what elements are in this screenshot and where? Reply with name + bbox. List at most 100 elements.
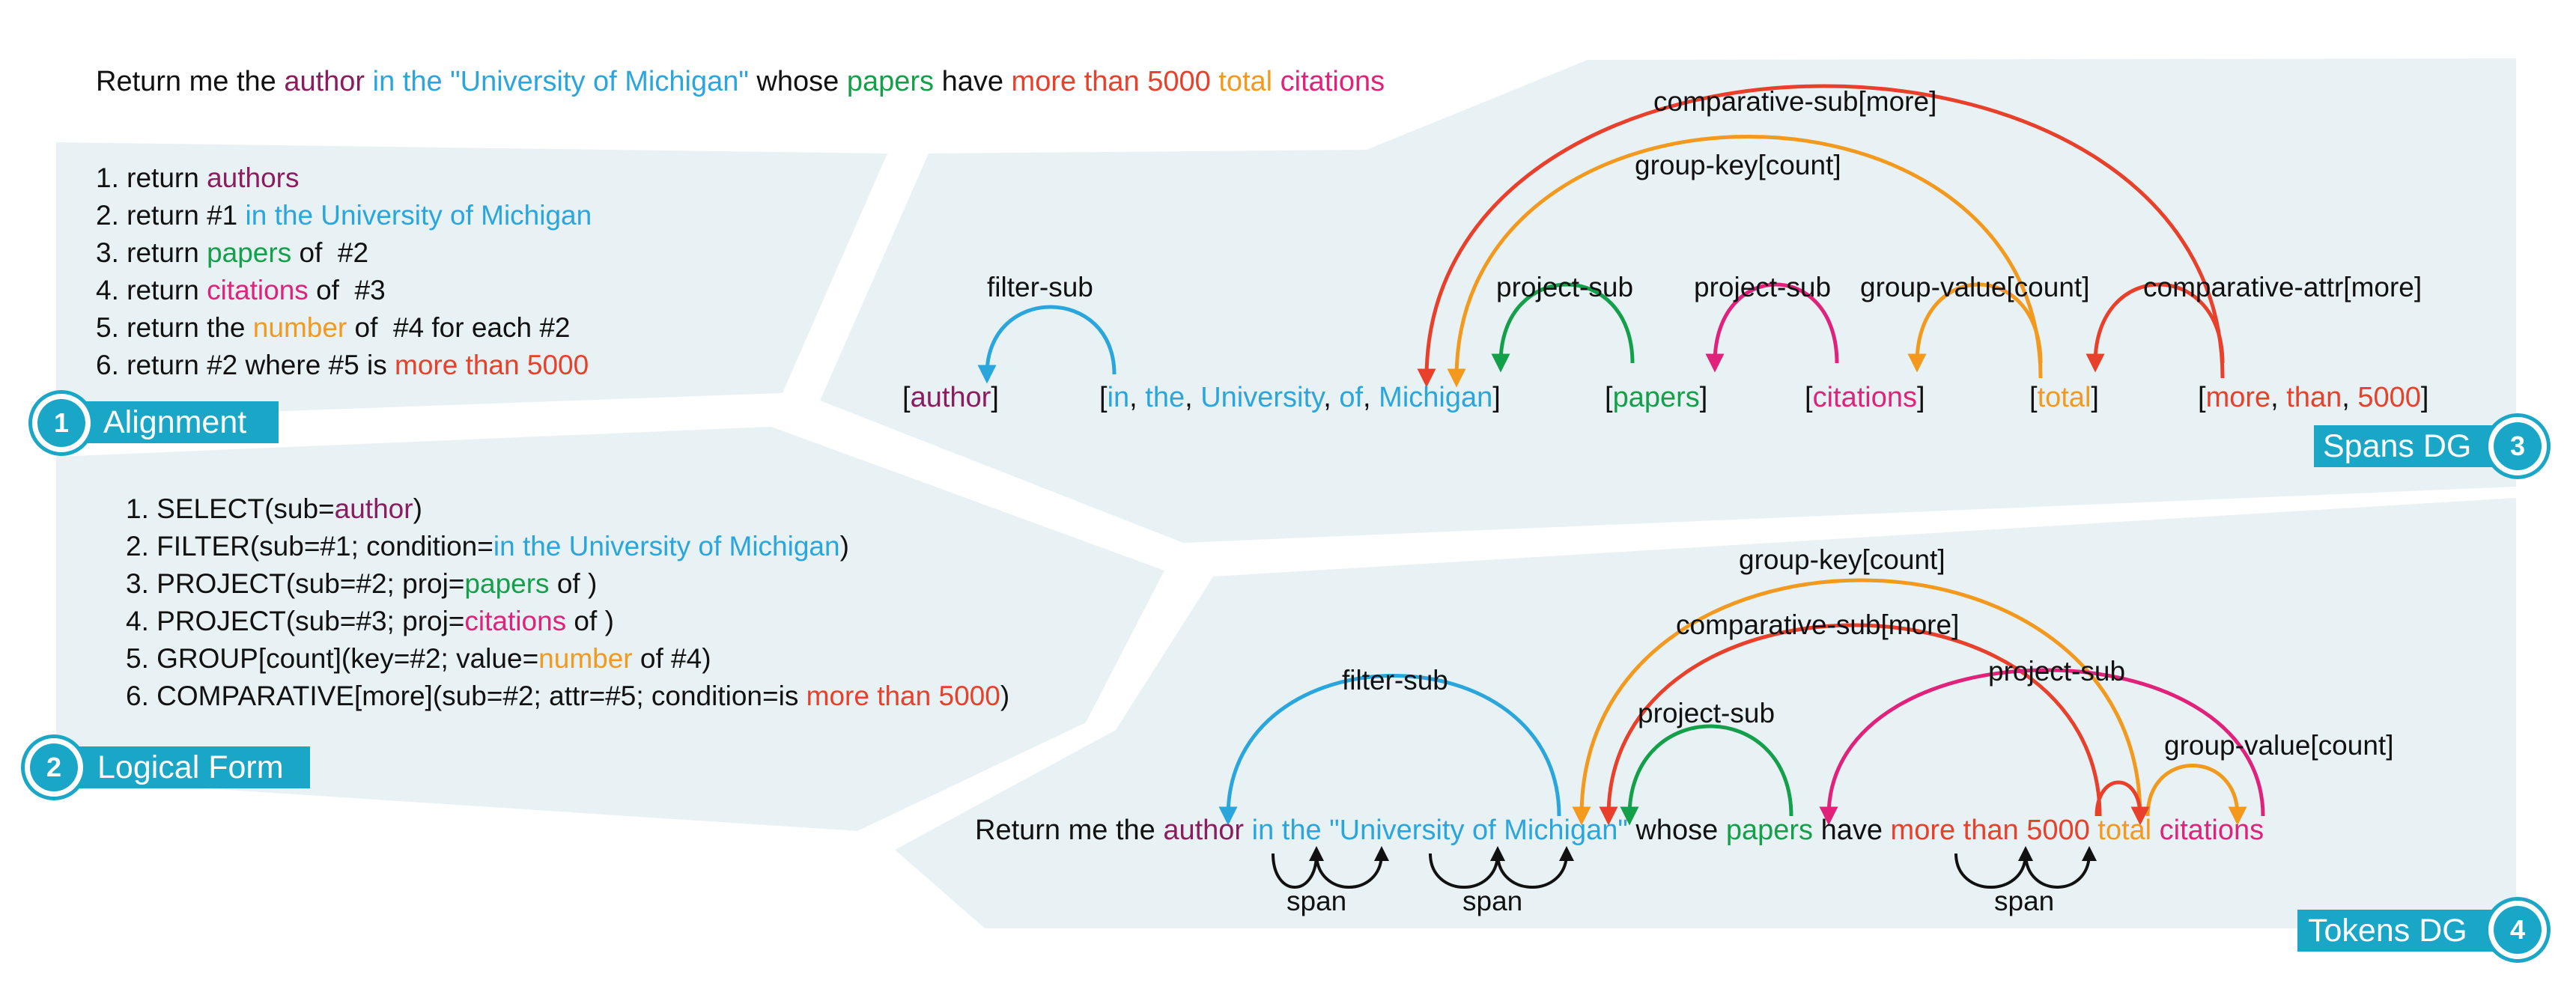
panel-logical-form [56, 427, 1164, 831]
text-segment: ] [1699, 382, 1708, 413]
logical-form-badge: Logical Form [55, 746, 310, 788]
text-segment: , [1323, 382, 1340, 413]
text-segment: number [252, 312, 347, 343]
text-segment: , [2342, 382, 2358, 413]
text-segment: [ [1099, 382, 1108, 413]
text-segment: Michigan [1379, 382, 1493, 413]
text-segment: in the University of Michigan [493, 531, 840, 562]
text-segment: , [1363, 382, 1379, 413]
spans-dg-badge-label: Spans DG [2323, 428, 2472, 464]
span-loc: [in, the, University, of, Michigan] [1099, 382, 1501, 414]
list-line: 6. COMPARATIVE[more](sub=#2; attr=#5; co… [126, 678, 1009, 715]
edge-label: project-sub [1988, 656, 2126, 687]
list-line: 4. return citations of #3 [96, 272, 592, 309]
text-segment: 4. PROJECT(sub=#3; proj= [126, 606, 465, 636]
text-segment: 5. return the [96, 312, 253, 343]
edge-label: filter-sub [987, 272, 1093, 302]
panel-tokens-dg [895, 498, 2516, 928]
span-papers: [papers] [1605, 382, 1707, 414]
text-segment: more than 5000 [395, 350, 589, 380]
span-arc [2024, 846, 2097, 889]
text-segment: in the "University of Michigan" [365, 66, 749, 97]
text-segment: 3. return [96, 237, 207, 268]
text-segment: Return me the [975, 815, 1164, 846]
text-segment: [ [2029, 382, 2038, 413]
text-segment: [ [902, 382, 911, 413]
text-segment: than [2286, 382, 2342, 413]
text-segment: author [910, 382, 991, 413]
text-segment: ] [2091, 382, 2099, 413]
text-segment: 6. return #2 where #5 is [96, 350, 395, 380]
edge-label: comparative-attr[more] [2143, 272, 2422, 302]
list-line: 1. return authors [96, 159, 592, 197]
edge-label: project-sub [1638, 698, 1775, 728]
text-segment: the [1145, 382, 1185, 413]
text-segment: citations [207, 275, 309, 305]
text-segment: of ) [566, 606, 614, 636]
edge-label: project-sub [1694, 272, 1832, 302]
text-segment: of #2 [291, 237, 369, 268]
text-segment: whose [1627, 815, 1726, 846]
text-segment: ] [1492, 382, 1501, 413]
text-segment: have [934, 66, 1012, 97]
span-arc [1429, 846, 1505, 889]
text-segment: ] [1916, 382, 1925, 413]
spans-dg-badge-number: 3 [2485, 413, 2551, 479]
spans-edge-5 [1447, 135, 2043, 388]
list-line: 4. PROJECT(sub=#3; proj=citations of ) [126, 603, 1009, 640]
text-segment: in [1107, 382, 1130, 413]
text-segment: ) [1000, 681, 1010, 711]
spans-edge-1 [1491, 282, 1635, 373]
list-line: 2. return #1 in the University of Michig… [96, 197, 592, 234]
text-segment: number [538, 643, 633, 674]
text-segment: University [1200, 382, 1324, 413]
alignment-badge: Alignment [61, 401, 279, 443]
text-segment: , [1129, 382, 1146, 413]
alignment-badge-number: 1 [28, 390, 94, 456]
tokens-dg-badge-label: Tokens DG [2308, 913, 2467, 949]
span-arc [1272, 846, 1324, 889]
text-segment: , [2270, 382, 2287, 413]
text-segment: whose [748, 66, 847, 97]
text-segment: author [284, 66, 365, 97]
text-segment: Return me the [96, 66, 285, 97]
text-segment: ) [839, 531, 849, 562]
edge-label: group-key[count] [1635, 150, 1841, 180]
span-arc [1496, 846, 1574, 889]
text-segment: more than 5000 [806, 681, 1000, 711]
text-segment: citations [1812, 382, 1917, 413]
text-segment: total [2037, 382, 2092, 413]
span-citations: [citations] [1805, 382, 1925, 414]
text-segment: , [1185, 382, 1201, 413]
logical-form-list: 1. SELECT(sub=author)2. FILTER(sub=#1; c… [126, 490, 1009, 715]
text-segment: 2. FILTER(sub=#1; condition= [126, 531, 493, 562]
text-segment: 3. PROJECT(sub=#2; proj= [126, 568, 465, 599]
text-segment: citations [1272, 66, 1385, 97]
span-label: span [1287, 886, 1347, 916]
tokens-edge-3 [1599, 623, 2102, 826]
text-segment: in the University of Michigan [245, 200, 592, 231]
tokens-edge-5 [2145, 764, 2247, 826]
edge-label: group-key[count] [1739, 544, 1945, 575]
tokens-edge-4 [1819, 668, 2265, 826]
tokens-edge-loop [2094, 780, 2150, 826]
spans-dg-arcs [977, 84, 2225, 388]
list-line: 3. return papers of #2 [96, 234, 592, 272]
tokens-edge-2 [1572, 578, 2142, 826]
question-sentence: Return me the author in the "University … [96, 66, 1385, 98]
span-arc [1954, 846, 2033, 889]
text-segment: of #4) [632, 643, 711, 674]
span-more: [more, than, 5000] [2198, 382, 2428, 414]
text-segment: more [2205, 382, 2271, 413]
edge-label: comparative-sub[more] [1653, 86, 1937, 117]
span-label: span [1462, 886, 1523, 916]
edge-label: group-value[count] [2164, 730, 2394, 761]
edge-label: comparative-sub[more] [1676, 609, 1960, 640]
text-segment: of [1339, 382, 1364, 413]
tokens-dg-arcs [1218, 578, 2265, 889]
logical-form-badge-label: Logical Form [97, 749, 284, 785]
text-segment: papers [1612, 382, 1700, 413]
tokens-dg-badge-number: 4 [2485, 897, 2551, 963]
